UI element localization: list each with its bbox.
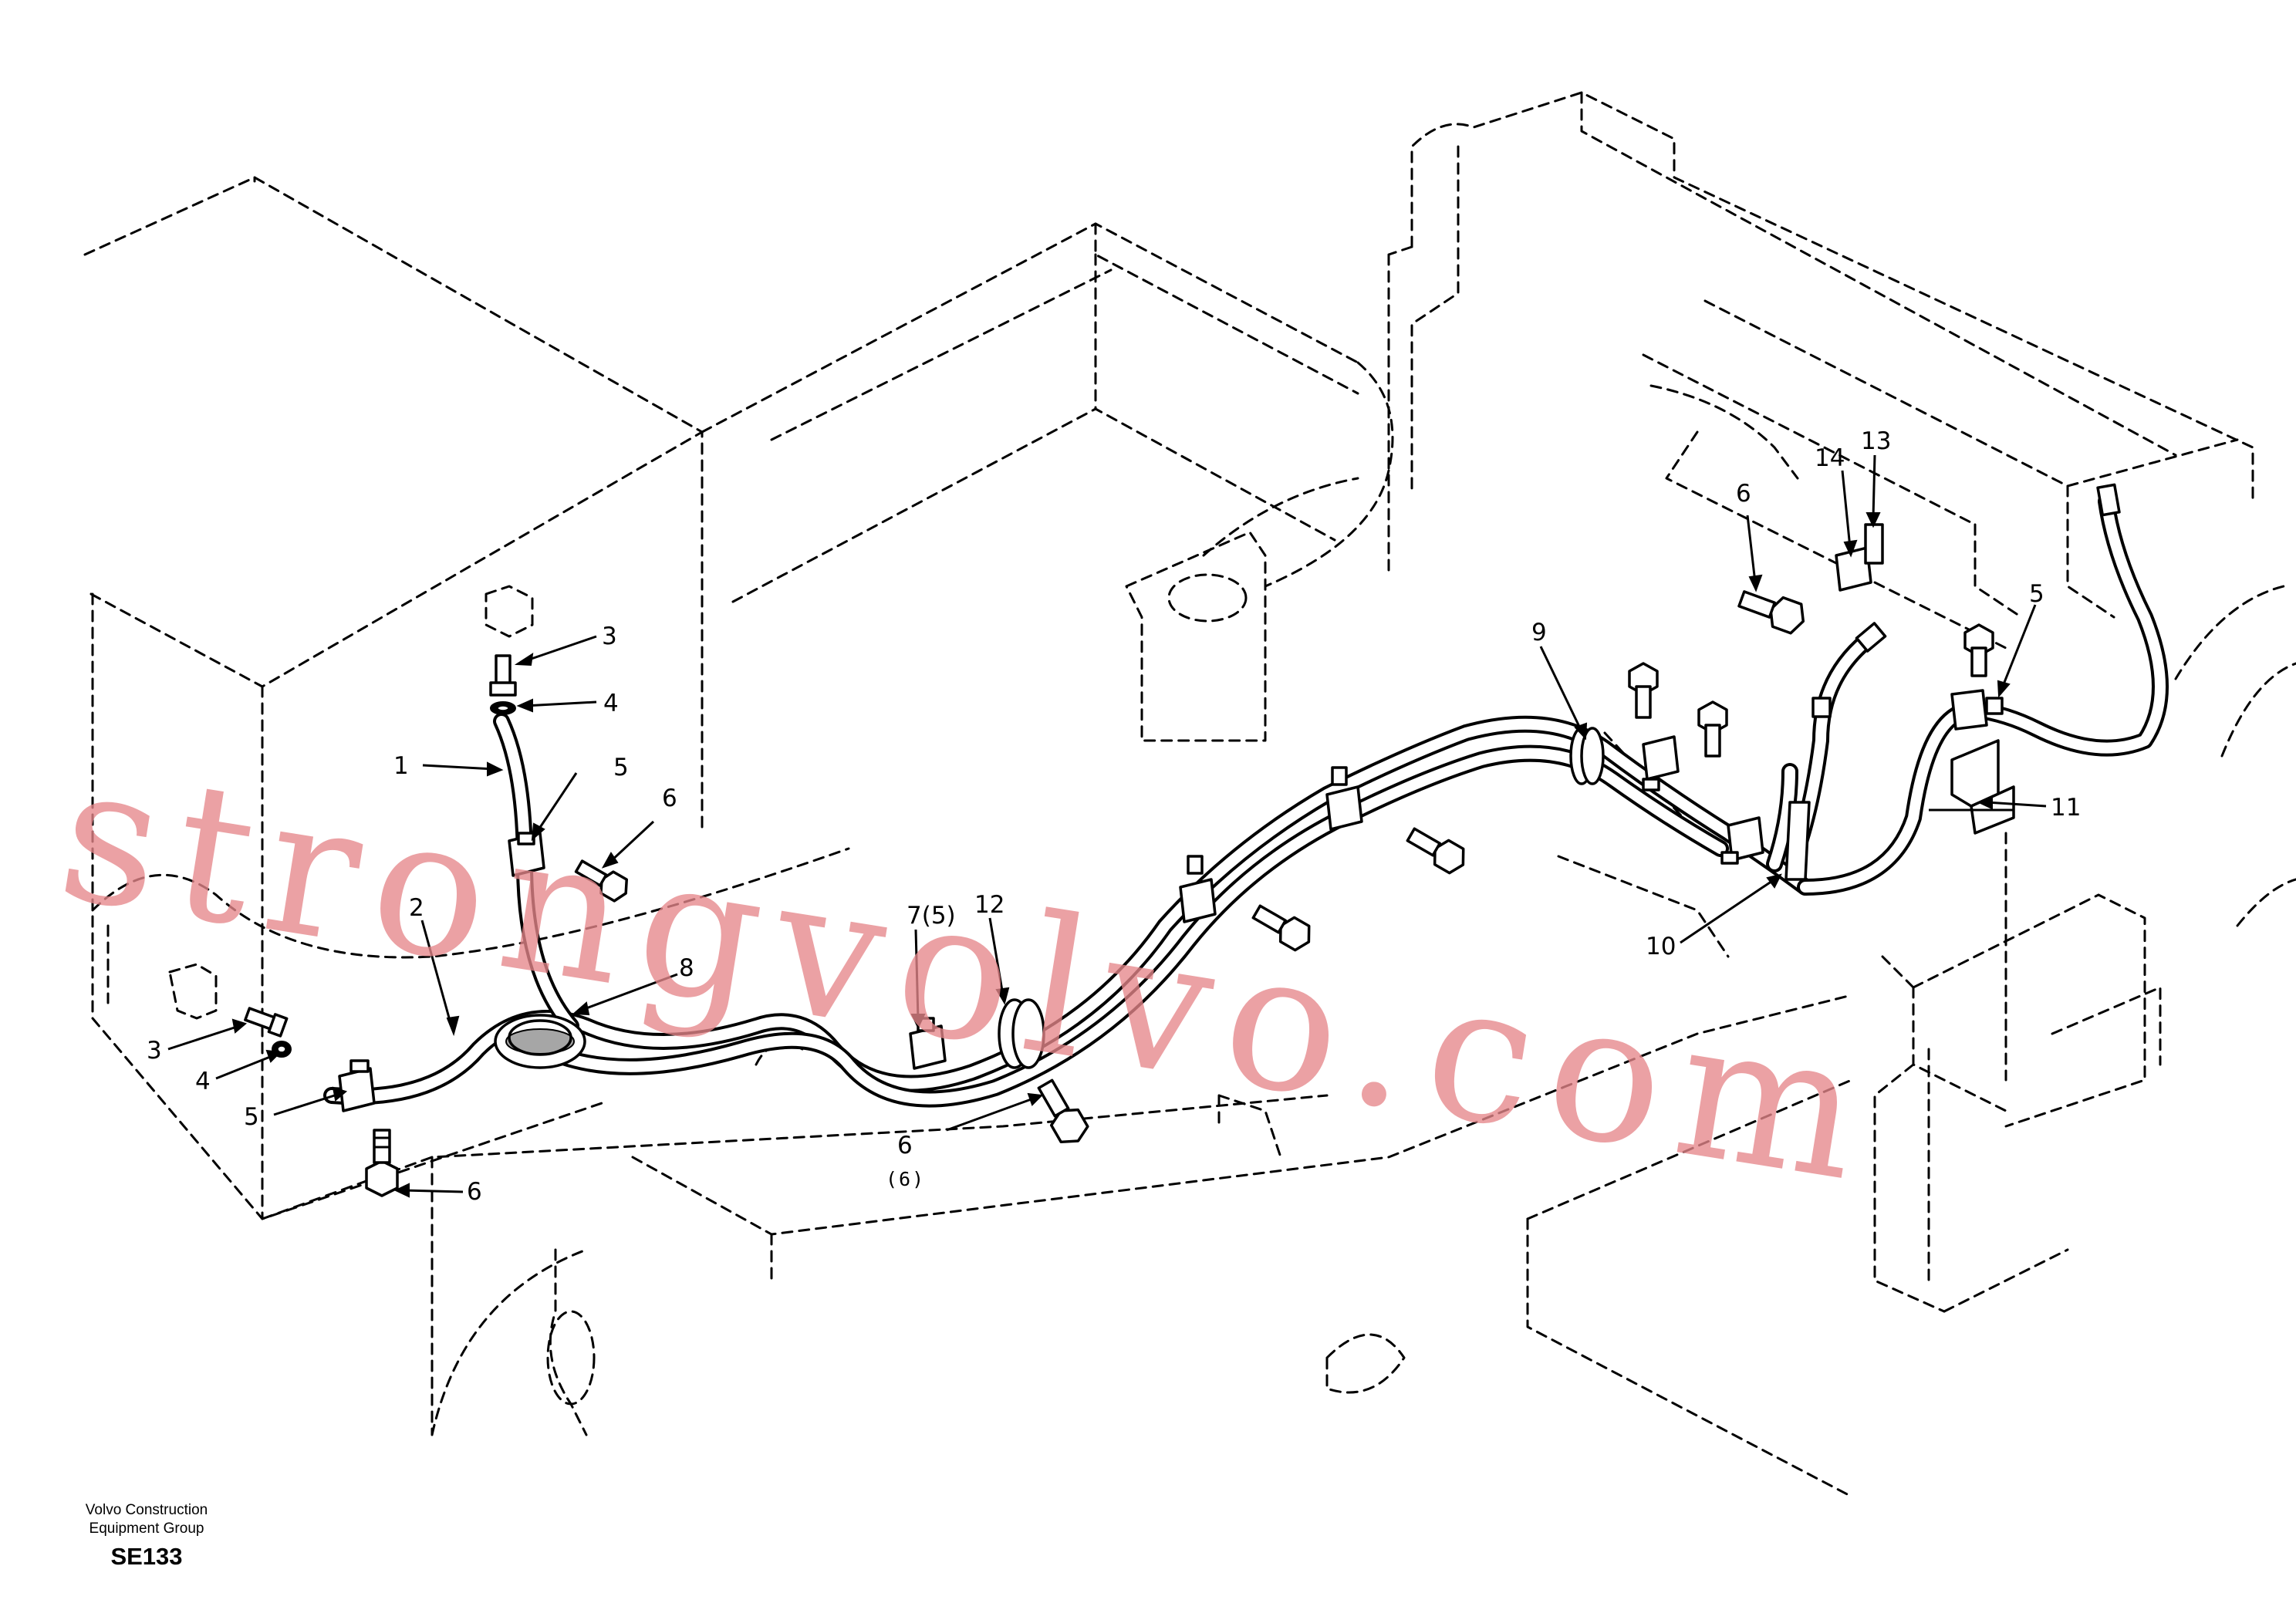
callout-1: 1 <box>393 752 409 780</box>
callout-leaders <box>167 454 2047 1198</box>
callout-7: 7(5) <box>907 902 956 930</box>
callout-12: 12 <box>974 891 1004 919</box>
watermark-text: strongvolvo.com <box>47 722 1891 1226</box>
grommets <box>494 727 1605 1069</box>
company-name-line1: Volvo Construction <box>85 1502 208 1518</box>
fittings <box>244 483 2121 1058</box>
callout-13: 13 <box>1861 427 1891 455</box>
callout-6b: 6 <box>467 1178 482 1206</box>
callout-8: 8 <box>679 954 694 982</box>
company-name-line2: Equipment Group <box>89 1520 204 1537</box>
callout-labels: 1 2 3 3 4 4 5 5 5 6 6 6 6 (6) 7(5) 8 9 1… <box>147 427 2081 1206</box>
callout-6d: 6 <box>1736 480 1751 508</box>
callout-14: 14 <box>1815 444 1845 472</box>
clamps <box>338 523 2004 1112</box>
callout-4a: 4 <box>603 690 619 717</box>
callout-6-paren: (6) <box>886 1168 925 1190</box>
callout-5c: 5 <box>2029 580 2044 608</box>
callout-6a: 6 <box>662 785 677 812</box>
callout-6c: 6 <box>897 1132 913 1159</box>
callout-11: 11 <box>2051 794 2081 822</box>
bracket-part-11 <box>1950 739 2015 835</box>
callout-4b: 4 <box>195 1068 211 1095</box>
drawing-code: SE133 <box>110 1543 183 1570</box>
callout-2: 2 <box>409 894 424 922</box>
machine-frame-outline <box>83 91 2296 1498</box>
callout-9: 9 <box>1531 619 1547 646</box>
callout-3a: 3 <box>602 623 617 650</box>
callout-10: 10 <box>1646 933 1676 960</box>
callout-5a: 5 <box>613 754 629 781</box>
bolts <box>365 590 1994 1197</box>
callout-5b: 5 <box>244 1103 259 1131</box>
callout-3b: 3 <box>147 1037 162 1065</box>
